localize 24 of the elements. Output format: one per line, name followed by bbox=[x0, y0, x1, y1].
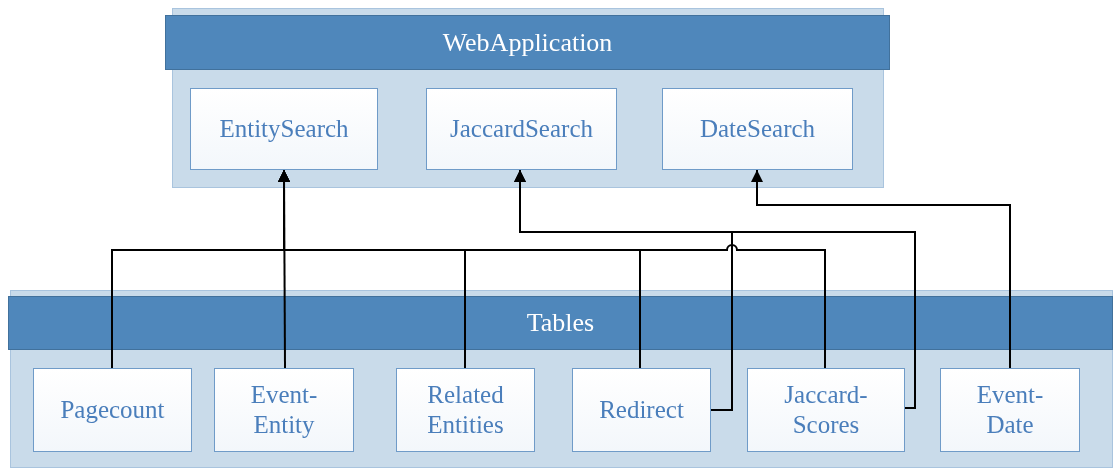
component-box bbox=[190, 88, 378, 170]
connector-arrow bbox=[514, 169, 916, 409]
component-label: EntitySearch bbox=[219, 114, 349, 144]
component-box bbox=[426, 88, 617, 170]
panel-background bbox=[10, 290, 1113, 468]
component-box bbox=[214, 368, 354, 452]
component-box bbox=[33, 368, 192, 452]
component-label: Event- Entity bbox=[249, 380, 319, 440]
component-label: JaccardSearch bbox=[450, 114, 593, 144]
component-box bbox=[747, 368, 905, 452]
component-label: Redirect bbox=[599, 395, 684, 425]
component-label: Related Entities bbox=[426, 380, 505, 440]
component-label: Event- Date bbox=[975, 380, 1045, 440]
panel-header: Tables bbox=[8, 296, 1113, 350]
component-box bbox=[396, 368, 535, 452]
panel-header: WebApplication bbox=[165, 15, 890, 70]
component-label: Jaccard- Scores bbox=[783, 380, 869, 440]
component-box bbox=[662, 88, 853, 170]
connector-arrow bbox=[751, 169, 1011, 369]
component-label: Pagecount bbox=[60, 395, 165, 425]
component-box bbox=[572, 368, 711, 452]
component-label: DateSearch bbox=[699, 114, 816, 144]
connector-arrow bbox=[278, 169, 826, 369]
component-box bbox=[940, 368, 1080, 452]
